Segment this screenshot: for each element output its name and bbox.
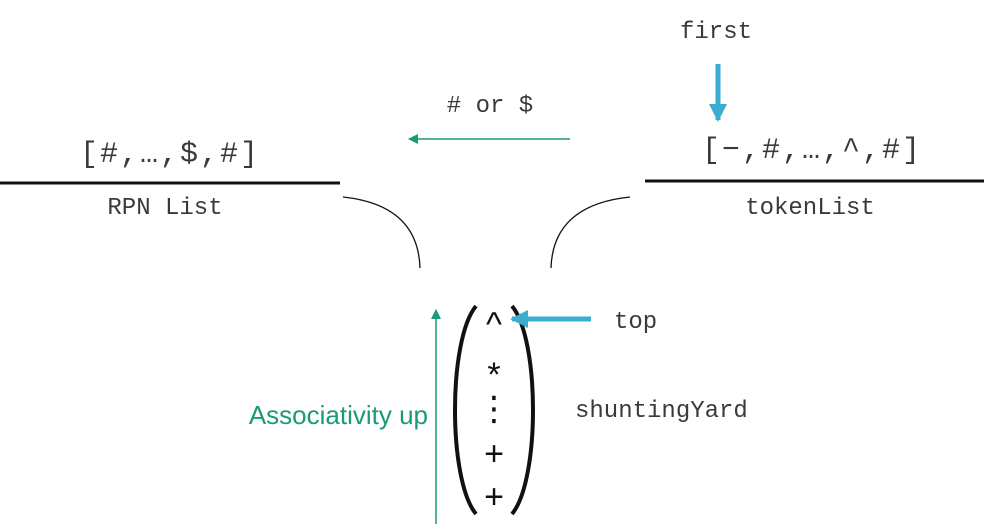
token-list-label: tokenList [745,195,875,222]
left-rail-curve [342,196,421,269]
first-label: first [680,19,752,46]
transfer-label: # or $ [447,93,533,120]
shunting-yard-label: shuntingYard [575,398,748,425]
rpn-list-label: RPN List [107,195,222,222]
top-label: top [614,309,657,336]
rpn-list-text: [#,…,$,#] [80,138,260,172]
token-list-text: [−,#,…,^,#] [702,134,922,168]
stack-item: + [484,435,504,473]
stack-item: * [487,356,500,394]
stack-item: ⋮ [477,390,511,428]
right-rail-curve [550,196,631,269]
stack-right-paren [510,304,535,516]
associativity-label: Associativity up [249,400,428,430]
stack-item: + [484,478,504,516]
stack-item: ^ [486,306,502,344]
stack-left-paren [453,304,478,516]
